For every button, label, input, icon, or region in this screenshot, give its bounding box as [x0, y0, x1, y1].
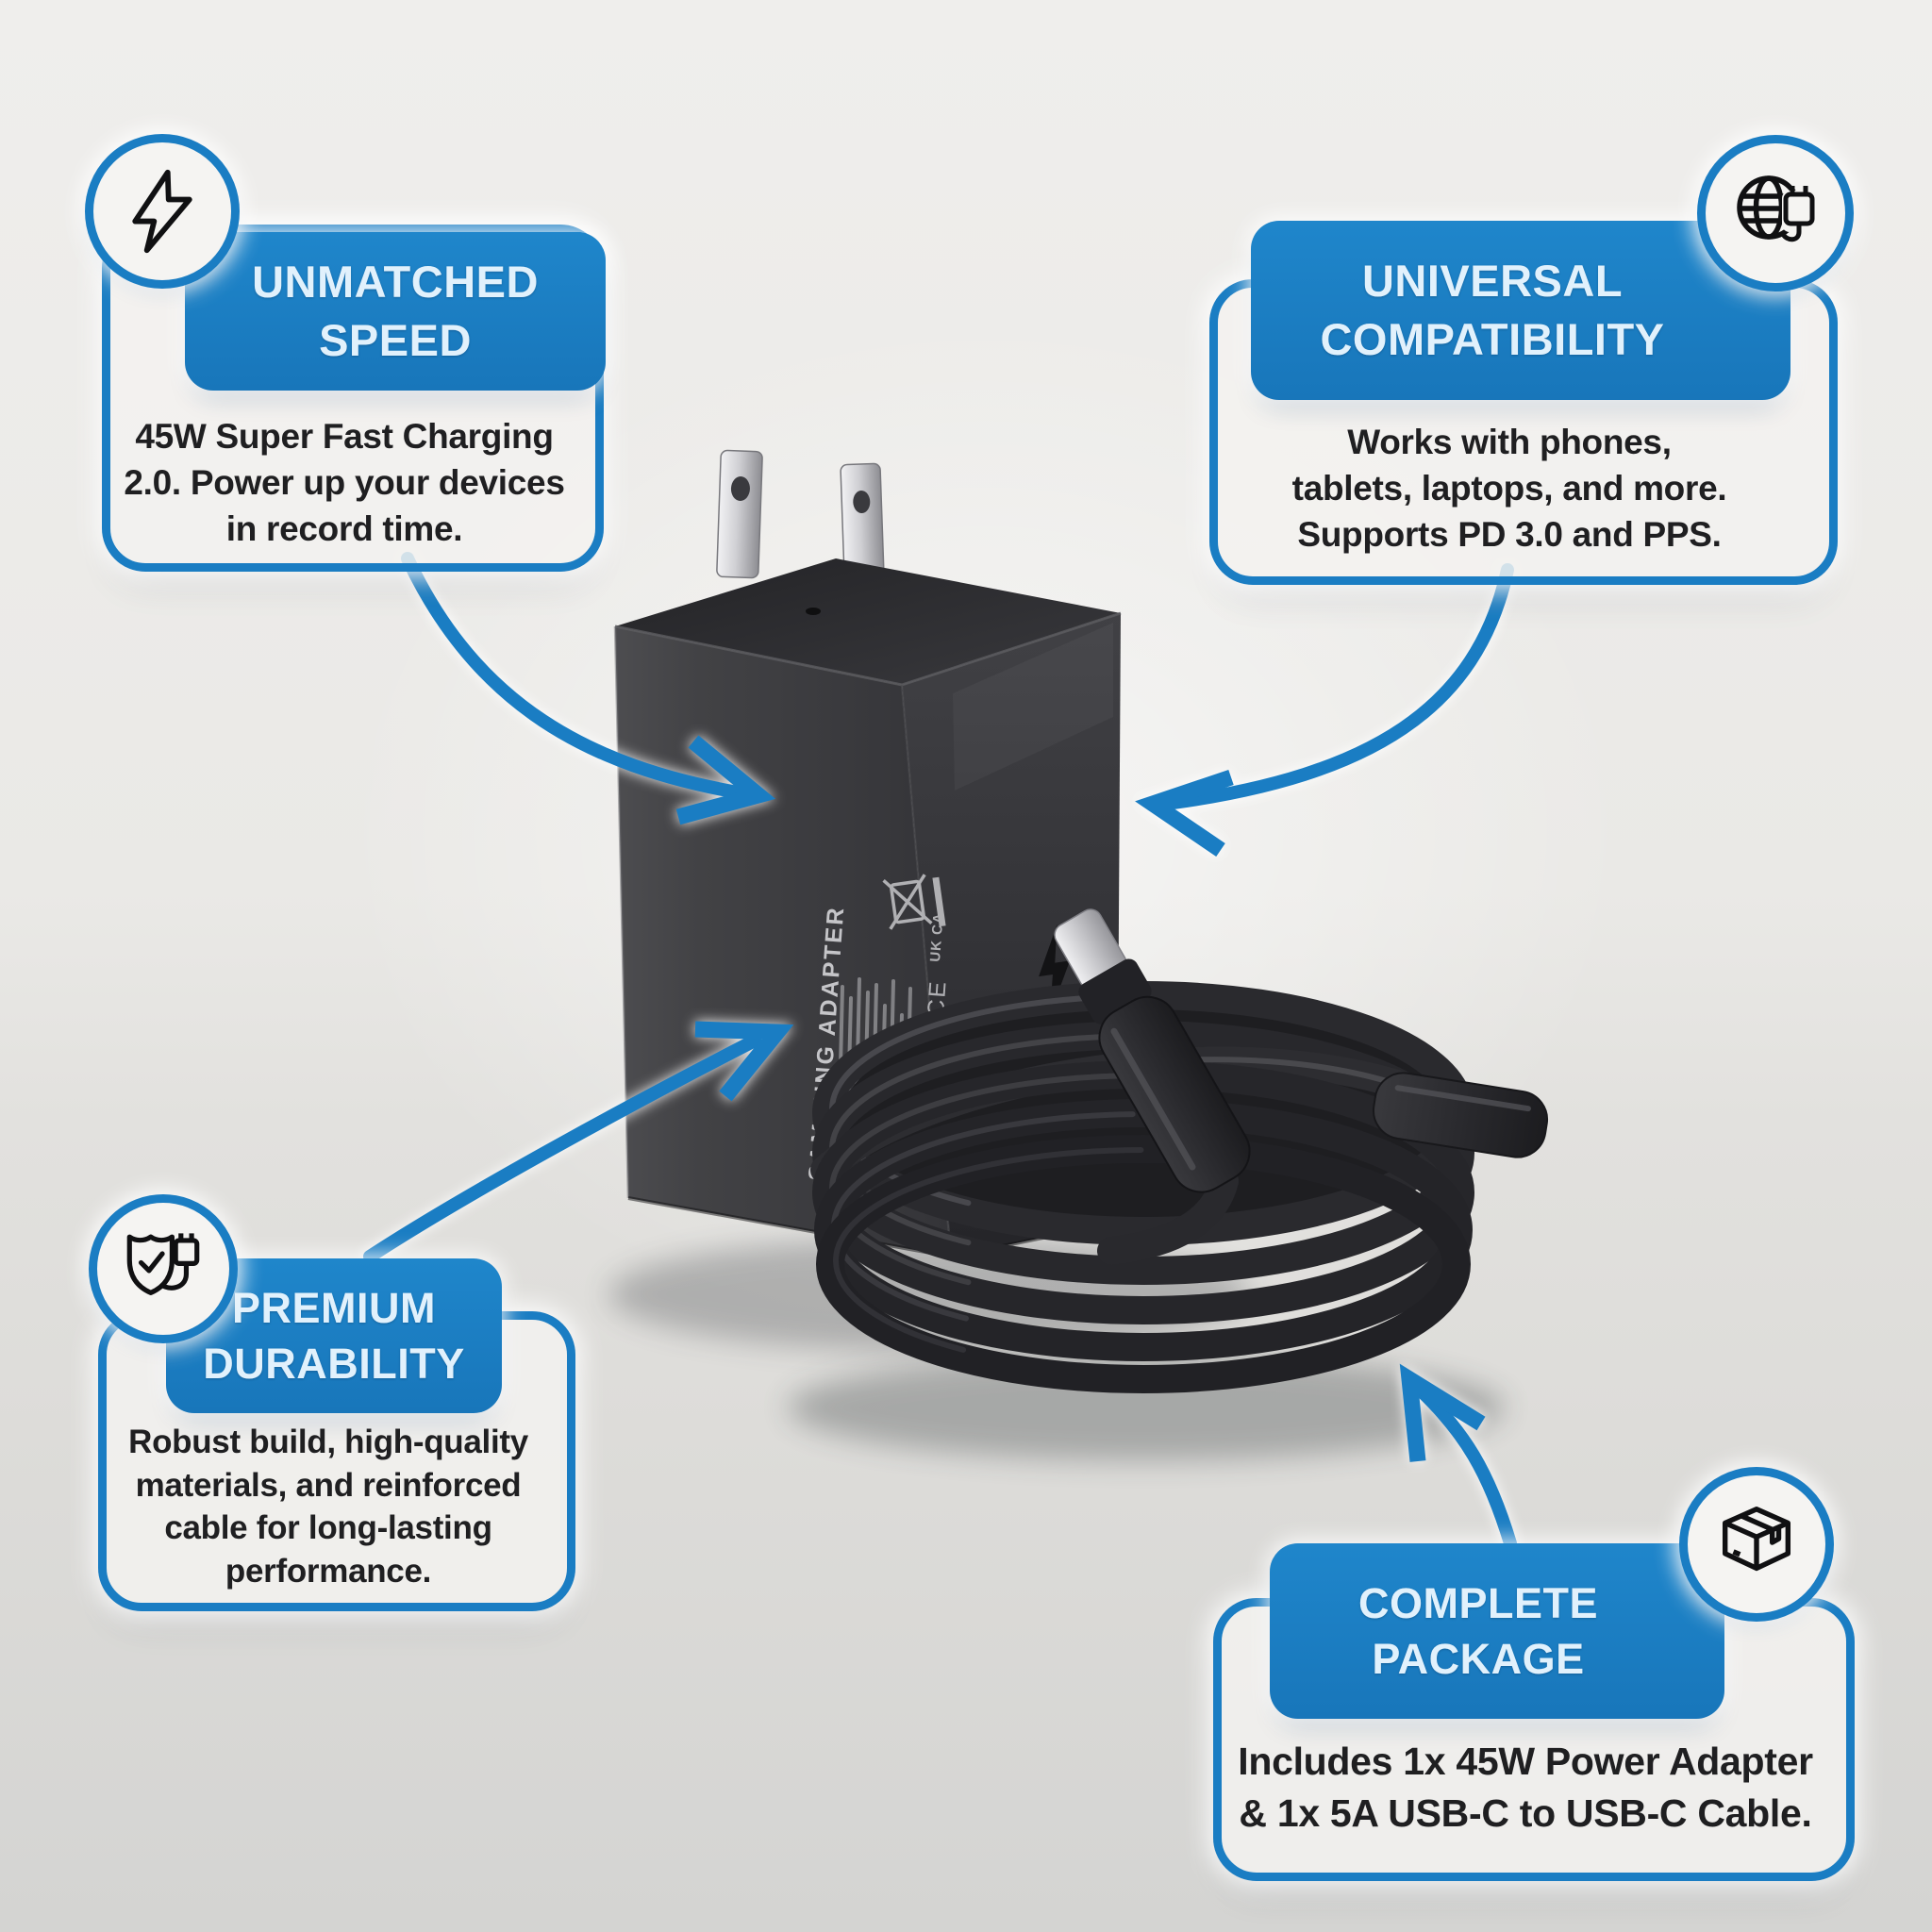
arrow-speed: [401, 552, 776, 825]
card-title-line: SPEED: [319, 315, 472, 365]
card-title-line: DURABILITY: [203, 1340, 465, 1388]
body-line: & 1x 5A USB-C to USB-C Cable.: [1239, 1790, 1812, 1835]
body-line: Works with phones,: [1347, 423, 1672, 461]
card-unmatched-speed-header: UNMATCHED SPEED: [185, 232, 606, 391]
arrow-package: [1399, 1363, 1517, 1550]
body-line: Supports PD 3.0 and PPS.: [1297, 515, 1722, 555]
weee-bin-icon: [882, 874, 933, 930]
body-line: 2.0. Power up your devices: [124, 463, 565, 503]
usb-c-connector-near: [1054, 908, 1251, 1265]
card-title-line: UNMATCHED: [252, 256, 539, 307]
prong-left: [716, 449, 763, 579]
card-title-line: PACKAGE: [1372, 1635, 1585, 1683]
card-title-line: COMPATIBILITY: [1320, 314, 1665, 364]
lightning-icon: [132, 169, 192, 254]
cable-shadow: [788, 1355, 1505, 1460]
globe-plug-icon: [1737, 175, 1816, 242]
body-line: cable for long-lasting: [164, 1509, 492, 1546]
package-icon: [1722, 1507, 1791, 1572]
card-premium-durability-header: PREMIUM DURABILITY: [166, 1258, 502, 1413]
shield-cable-icon: [126, 1233, 200, 1295]
card-title-line: PREMIUM: [232, 1283, 436, 1332]
usb-c-connector-right: [1372, 1072, 1549, 1158]
card-premium-durability-body: Robust build, high-quality materials, an…: [109, 1421, 547, 1592]
card-unmatched-speed-body: 45W Super Fast Charging 2.0. Power up yo…: [121, 413, 568, 553]
package-icon-circle: [1679, 1467, 1834, 1622]
card-complete-package-header: COMPLETE PACKAGE: [1270, 1543, 1724, 1719]
globe-plug-icon-circle: [1697, 135, 1854, 291]
body-line: 45W Super Fast Charging: [135, 417, 554, 456]
arrow-compatibility: [1135, 563, 1514, 858]
card-title-line: COMPLETE: [1357, 1578, 1598, 1627]
card-universal-compatibility-header: UNIVERSAL COMPATIBILITY: [1251, 221, 1790, 400]
shield-cable-icon-circle: [89, 1194, 238, 1343]
body-line: tablets, laptops, and more.: [1291, 469, 1727, 508]
body-line: Includes 1x 45W Power Adapter: [1238, 1740, 1813, 1783]
card-title-line: UNIVERSAL: [1361, 255, 1624, 306]
lightning-icon-circle: [85, 134, 240, 289]
card-complete-package-body: Includes 1x 45W Power Adapter & 1x 5A US…: [1224, 1736, 1826, 1839]
arrow-durability: [363, 1021, 794, 1263]
body-line: performance.: [225, 1552, 432, 1590]
body-line: in record time.: [225, 509, 463, 549]
body-line: materials, and reinforced: [135, 1466, 522, 1504]
bolt-glyph: [1039, 924, 1071, 1015]
prong-right: [840, 462, 885, 585]
card-universal-compatibility-body: Works with phones, tablets, laptops, and…: [1238, 419, 1781, 558]
body-line: Robust build, high-quality: [128, 1424, 528, 1460]
